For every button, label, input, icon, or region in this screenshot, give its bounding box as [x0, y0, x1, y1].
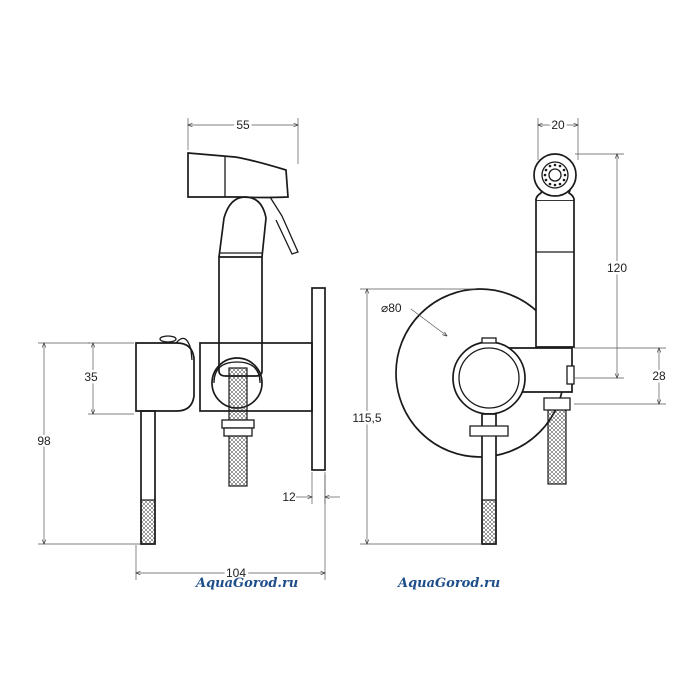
dim-label-115: 115,5	[352, 411, 381, 425]
front-hose-fitting	[543, 397, 571, 411]
front-shower-head	[533, 153, 577, 197]
side-hose-nut-2	[223, 427, 253, 437]
front-shower-nozzles	[543, 163, 567, 187]
dim-label-12: 12	[282, 490, 296, 504]
side-handle-knob	[159, 335, 177, 343]
side-shower-trigger	[269, 196, 299, 255]
front-shower-face	[541, 161, 569, 189]
front-hose	[547, 401, 567, 485]
dim-leader-80	[410, 308, 447, 336]
front-shower-handle	[535, 199, 575, 348]
front-lever-base	[469, 425, 509, 437]
side-wall-plate	[311, 287, 326, 471]
dim-label-28: 28	[652, 369, 666, 383]
front-mixer-handle-inner	[458, 347, 520, 409]
front-holder-tab	[566, 365, 575, 385]
side-view: 55 35 98 104 12 AquaGorod.ru	[35, 116, 340, 591]
dim-label-120: 120	[607, 261, 627, 275]
watermark-left: AquaGorod.ru	[194, 576, 298, 591]
side-mixer-body	[199, 342, 313, 412]
side-hose-nut	[221, 419, 255, 429]
front-view: ⌀80 115,5 20 120 28 AquaGorod.ru	[350, 116, 669, 592]
side-shower-head	[187, 152, 289, 199]
side-shower-handle	[218, 256, 263, 377]
side-holder-inner	[213, 361, 261, 384]
side-shower-neck	[218, 196, 267, 258]
dim-label-35: 35	[84, 370, 98, 384]
side-handle-cap	[175, 337, 193, 361]
front-mixer-top-tab	[481, 337, 497, 344]
front-mixer-handle	[452, 341, 526, 415]
dim-label-104: 104	[226, 566, 246, 580]
side-handle-block	[135, 342, 195, 412]
dim-label-20: 20	[551, 118, 565, 132]
watermark-right: AquaGorod.ru	[396, 576, 500, 591]
dim-label-98: 98	[37, 434, 51, 448]
dim-label-80: ⌀80	[381, 301, 402, 315]
dim-label-55: 55	[236, 118, 250, 132]
front-lever-grip	[481, 499, 497, 545]
side-lever-grip	[140, 499, 156, 545]
